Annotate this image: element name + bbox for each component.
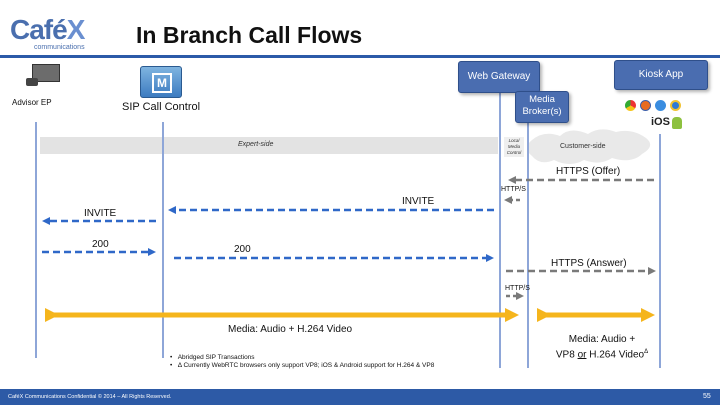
logo-subtitle: communications [34, 44, 85, 51]
footnotes: • Abridged SIP Transactions • Δ Currentl… [170, 354, 434, 370]
header-rule [0, 55, 720, 58]
footer-bar: CaféX Communications Confidential © 2014… [0, 389, 720, 405]
customer-side-label: Customer-side [560, 143, 606, 150]
expert-band [40, 137, 498, 154]
note-item: • Δ Currently WebRTC browsers only suppo… [170, 362, 435, 369]
label-https-2: HTTP/S [505, 285, 530, 292]
label-invite-1: INVITE [84, 208, 117, 219]
label-media-1: Media: Audio + H.264 Video [228, 324, 353, 335]
label-invite-2: INVITE [402, 196, 435, 207]
label-200-2: 200 [234, 244, 251, 255]
page-title: In Branch Call Flows [136, 22, 363, 48]
label-media-2: Media: Audio + VP8 or H.264 VideoΔ [555, 334, 649, 361]
firefox-icon [640, 100, 651, 111]
expert-side-label: Expert-side [238, 141, 274, 148]
footer-text: CaféX Communications Confidential © 2014… [8, 394, 172, 400]
safari-icon [655, 100, 666, 111]
label-https-1: HTTP/S [501, 186, 526, 193]
label-https-offer: HTTPS (Offer) [556, 166, 621, 177]
actor-broker-box: Media Broker(s) [515, 91, 569, 123]
ios-label: iOS [651, 116, 670, 128]
actor-gateway-box: Web Gateway [458, 61, 540, 93]
cafex-logo: CaféX [10, 14, 85, 45]
android-icon [672, 117, 682, 129]
label-200-1: 200 [92, 239, 109, 250]
actor-kiosk-box: Kiosk App [614, 60, 708, 90]
local-band [504, 137, 524, 157]
local-media-label: Local Media Control [506, 138, 522, 155]
sip-server-icon: M [140, 66, 182, 98]
chrome-icon [625, 100, 636, 111]
advisor-endpoint-icon [26, 64, 60, 86]
actor-sip-label: SIP Call Control [122, 101, 201, 113]
page-number: 55 [703, 393, 711, 400]
label-https-answer: HTTPS (Answer) [551, 258, 627, 269]
customer-cloud [527, 129, 651, 164]
actor-advisor-label: Advisor EP [12, 98, 52, 107]
note-item: • Abridged SIP Transactions [170, 354, 255, 361]
ie-icon [670, 100, 681, 111]
